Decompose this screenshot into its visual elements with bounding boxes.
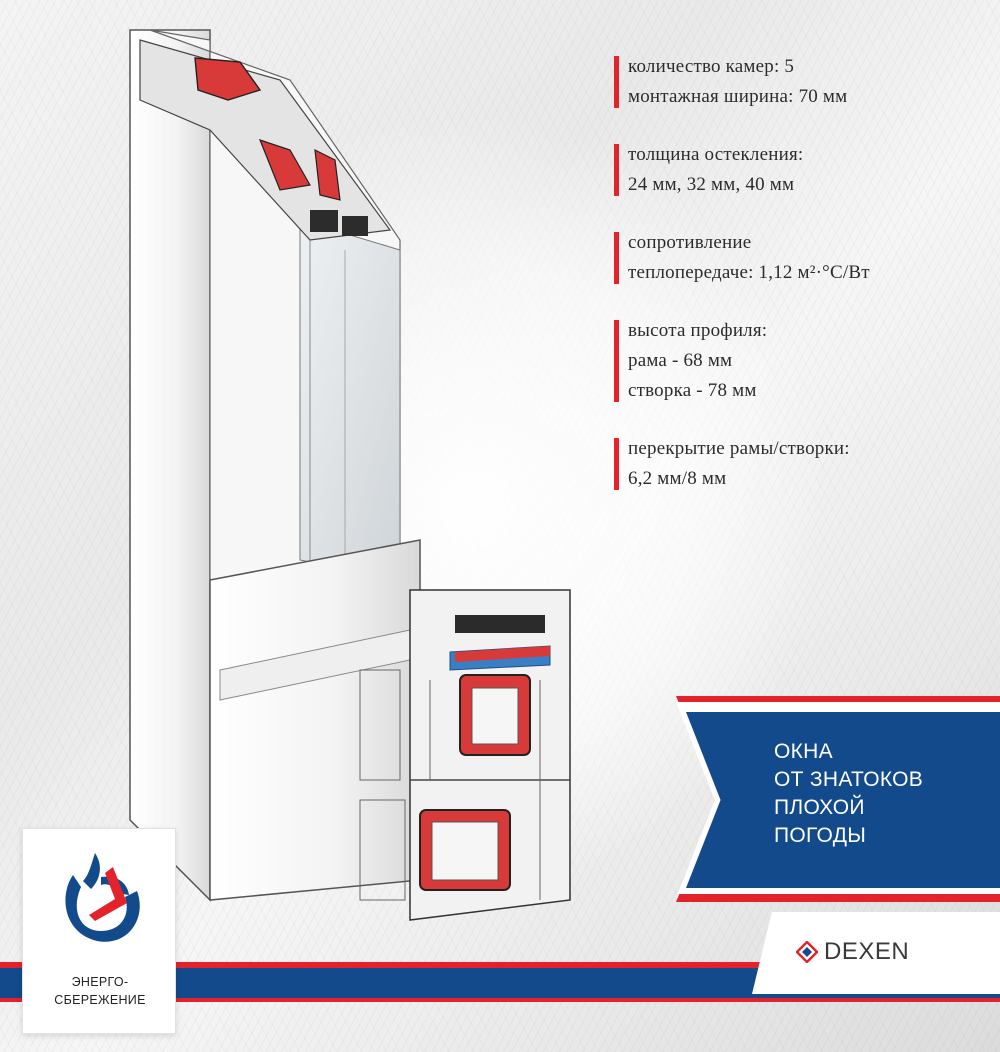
spec-line: 6,2 мм/8 мм bbox=[628, 468, 727, 489]
tagline-line: ПОГОДЫ bbox=[774, 824, 867, 847]
spec-line: количество камер: 5 bbox=[628, 56, 795, 77]
tagline-line: ОТ ЗНАТОКОВ bbox=[774, 768, 924, 791]
bottom-stripe-red-lower bbox=[0, 998, 1000, 1002]
banner-red-stripe-top bbox=[676, 696, 1000, 704]
energy-label-line: СБЕРЕЖЕНИЕ bbox=[54, 993, 146, 1007]
spec-glazing-thickness: толщина остекления: 24 мм, 32 мм, 40 мм bbox=[614, 140, 994, 200]
energy-saving-badge: ЭНЕРГО- СБЕРЕЖЕНИЕ bbox=[22, 828, 176, 1034]
spec-line: теплопередаче: 1,12 м²·°C/Вт bbox=[628, 262, 870, 283]
spec-heat-resistance: сопротивление теплопередаче: 1,12 м²·°C/… bbox=[614, 228, 994, 288]
spec-profile-height: высота профиля: рама - 68 мм створка - 7… bbox=[614, 316, 994, 406]
brand-name: DEXEN bbox=[824, 938, 910, 965]
brand-box bbox=[752, 912, 1000, 994]
spec-line: толщина остекления: bbox=[628, 144, 804, 165]
tagline-banner bbox=[686, 712, 1000, 888]
spec-chambers: количество камер: 5 монтажная ширина: 70… bbox=[614, 52, 994, 112]
tagline-line: ПЛОХОЙ bbox=[774, 796, 865, 819]
spec-line: высота профиля: bbox=[628, 320, 768, 341]
spec-line: створка - 78 мм bbox=[628, 380, 757, 401]
dexen-logo: DEXEN bbox=[796, 940, 909, 964]
window-profile-illustration bbox=[110, 20, 590, 960]
spec-line: монтажная ширина: 70 мм bbox=[628, 86, 848, 107]
banner-red-stripe-bottom bbox=[676, 894, 1000, 902]
dexen-logo-icon bbox=[796, 941, 818, 963]
spec-overlap: перекрытие рамы/створки: 6,2 мм/8 мм bbox=[614, 434, 994, 494]
tagline-line: ОКНА bbox=[774, 740, 833, 763]
tagline-text: ОКНА ОТ ЗНАТОКОВ ПЛОХОЙ ПОГОДЫ bbox=[774, 738, 923, 850]
energy-saving-label: ЭНЕРГО- СБЕРЕЖЕНИЕ bbox=[23, 973, 177, 1009]
spec-line: перекрытие рамы/створки: bbox=[628, 438, 850, 459]
energy-label-line: ЭНЕРГО- bbox=[71, 975, 129, 989]
spec-line: 24 мм, 32 мм, 40 мм bbox=[628, 174, 795, 195]
specifications-list: количество камер: 5 монтажная ширина: 70… bbox=[614, 52, 994, 494]
energy-saving-icon bbox=[65, 853, 140, 942]
spec-line: сопротивление bbox=[628, 232, 752, 253]
spec-line: рама - 68 мм bbox=[628, 350, 733, 371]
bottom-stripe-red bbox=[0, 962, 760, 968]
